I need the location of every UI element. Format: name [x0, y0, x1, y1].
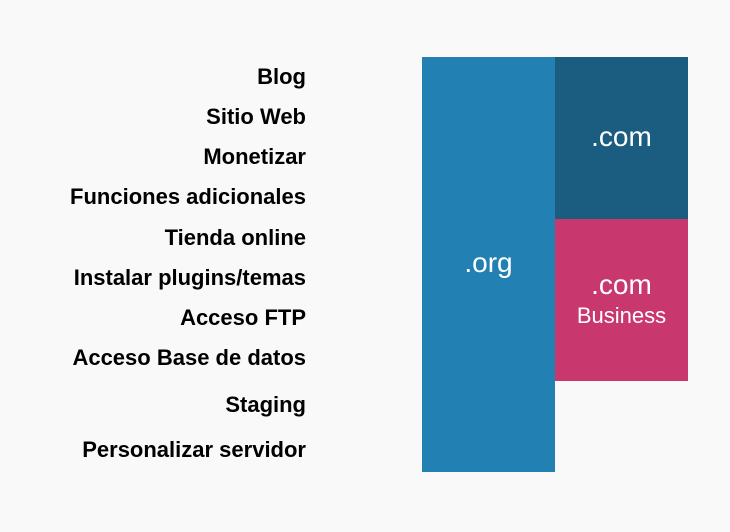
com-business-label: .com: [591, 269, 652, 300]
com-business-sublabel: Business: [576, 303, 667, 328]
feature-sitio-web: Sitio Web: [206, 104, 306, 129]
feature-personalizar-servidor: Personalizar servidor: [82, 437, 306, 462]
feature-acceso-base-datos: Acceso Base de datos: [72, 345, 306, 370]
feature-staging: Staging: [225, 392, 306, 417]
feature-acceso-ftp: Acceso FTP: [180, 305, 306, 330]
com-label: .com: [591, 121, 652, 152]
org-label: .org: [464, 247, 513, 278]
com-block: .com: [555, 57, 688, 219]
feature-instalar-plugins: Instalar plugins/temas: [73, 265, 306, 290]
feature-blog: Blog: [257, 64, 306, 89]
feature-tienda-online: Tienda online: [164, 225, 306, 250]
com-business-block: .com Business: [555, 219, 688, 381]
feature-funciones-adicionales: Funciones adicionales: [70, 184, 306, 209]
org-block: .org: [422, 57, 555, 472]
feature-monetizar: Monetizar: [203, 144, 306, 169]
